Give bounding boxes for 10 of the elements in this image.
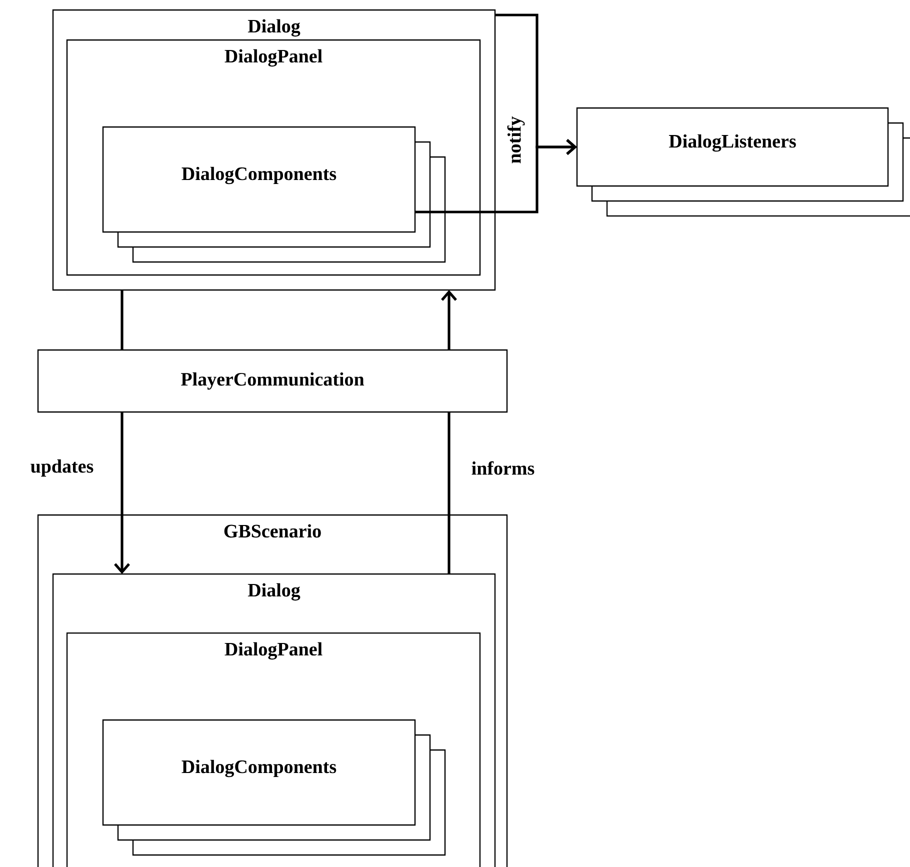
arrow bbox=[441, 290, 457, 350]
edge-label: informs bbox=[470, 460, 536, 476]
stacked-box: DialogComponents bbox=[102, 126, 446, 263]
stacked-box: DialogListeners bbox=[576, 107, 910, 217]
layer-box: PlayerCommunication bbox=[37, 349, 508, 413]
edge-label: notify bbox=[506, 115, 526, 165]
arrow bbox=[415, 139, 577, 214]
stacked-box: DialogComponents bbox=[102, 719, 446, 856]
edge-label: updates bbox=[29, 458, 95, 478]
arrow bbox=[114, 412, 130, 574]
